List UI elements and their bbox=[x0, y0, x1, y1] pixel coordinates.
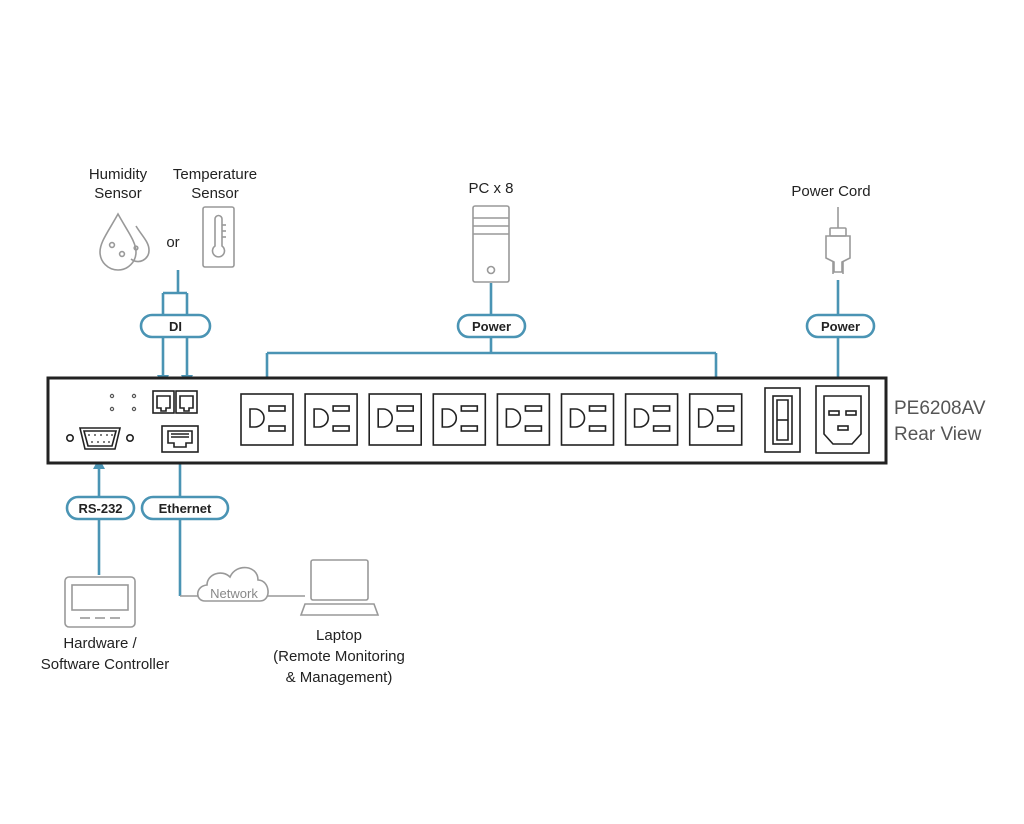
ethernet-port-icon bbox=[161, 425, 199, 453]
pc-tower-icon bbox=[472, 205, 510, 283]
ethernet-pill-label: Ethernet bbox=[159, 501, 212, 516]
serial-port-icon bbox=[66, 427, 135, 450]
ac-outlet-icon bbox=[560, 393, 615, 446]
status-led-icons bbox=[109, 393, 137, 412]
power-outlets-pill: Power bbox=[456, 313, 527, 339]
di-pill-label: DI bbox=[169, 319, 182, 334]
power-inlet-pill-label: Power bbox=[821, 319, 860, 334]
pdu-chassis bbox=[46, 376, 888, 465]
iec-power-inlet-icon bbox=[815, 385, 870, 454]
humidity-sensor-icon bbox=[99, 212, 150, 271]
ac-outlets bbox=[240, 393, 743, 446]
power-switch-icon bbox=[764, 387, 801, 453]
ac-outlet-icon bbox=[432, 393, 487, 446]
model-label-line1: PE6208AV bbox=[894, 398, 986, 419]
power-cord-label: Power Cord bbox=[791, 183, 870, 200]
rs232-pill: RS-232 bbox=[65, 495, 136, 521]
power-inlet-pill: Power bbox=[805, 313, 876, 339]
power-plug-icon bbox=[825, 207, 851, 274]
controller-label-line2: Software Controller bbox=[41, 656, 169, 673]
model-label-line2: Rear View bbox=[894, 424, 982, 445]
pc-label: PC x 8 bbox=[468, 180, 513, 197]
laptop-label-line3: & Management) bbox=[286, 669, 393, 686]
ac-outlet-icon bbox=[368, 393, 423, 446]
ac-outlet-icon bbox=[496, 393, 551, 446]
temperature-sensor-icon bbox=[202, 206, 235, 268]
ac-outlet-icon bbox=[624, 393, 679, 446]
di-pill: DI bbox=[139, 313, 212, 339]
laptop-label-line2: (Remote Monitoring bbox=[273, 648, 405, 665]
di-port-icons bbox=[152, 390, 198, 414]
network-cloud-icon: Network bbox=[196, 566, 269, 602]
ac-outlet-icon bbox=[240, 393, 294, 446]
temperature-label-line1: Temperature bbox=[173, 166, 257, 183]
laptop-icon bbox=[299, 559, 380, 616]
laptop-label-line1: Laptop bbox=[316, 627, 362, 644]
ethernet-pill: Ethernet bbox=[140, 495, 230, 521]
humidity-label-line1: Humidity bbox=[89, 166, 148, 183]
rs232-pill-label: RS-232 bbox=[78, 501, 122, 516]
network-label: Network bbox=[210, 586, 258, 601]
temperature-label-line2: Sensor bbox=[191, 185, 239, 202]
controller-label-line1: Hardware / bbox=[63, 635, 137, 652]
humidity-label-line2: Sensor bbox=[94, 185, 142, 202]
power-outlets-pill-label: Power bbox=[472, 319, 511, 334]
ac-outlet-icon bbox=[688, 393, 743, 446]
ac-outlet-icon bbox=[304, 393, 358, 446]
or-label: or bbox=[166, 234, 179, 251]
controller-icon bbox=[64, 576, 136, 628]
